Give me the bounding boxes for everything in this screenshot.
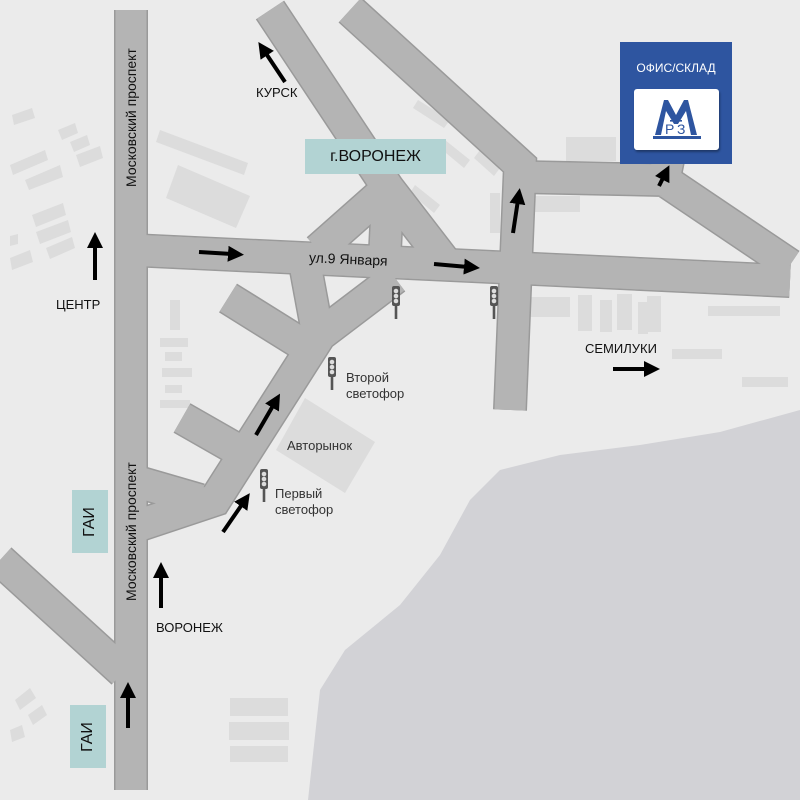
- arrow-ne-1: [254, 393, 281, 437]
- traffic-light-icon: [490, 286, 498, 319]
- traffic-light-icon: [392, 286, 400, 319]
- office-marker[interactable]: ОФИС/СКЛАД Р З: [620, 42, 732, 164]
- arrow-east-2: [433, 258, 480, 275]
- company-logo: Р З: [634, 89, 719, 150]
- arrow-east-1: [198, 245, 244, 262]
- svg-text:З: З: [677, 121, 685, 137]
- svg-text:Р: Р: [665, 121, 674, 137]
- arrow-kursk: [258, 42, 287, 84]
- second-light-line2: светофор: [346, 386, 405, 401]
- gai-label-upper: ГАИ: [72, 490, 108, 553]
- avtorynok-label: Авторынок: [287, 438, 352, 453]
- first-light-line2: светофор: [275, 502, 334, 517]
- office-title: ОФИС/СКЛАД: [636, 61, 716, 75]
- direction-voronezh: ВОРОНЕЖ: [156, 620, 223, 635]
- second-light-line1: Второй: [346, 370, 389, 385]
- traffic-light-icon: [328, 357, 336, 390]
- second-light-label: Второй светофор: [346, 370, 404, 402]
- street-label-moskovsky: Московский проспект: [123, 48, 139, 187]
- direction-center: ЦЕНТР: [56, 297, 101, 312]
- arrow-ne-2: [221, 493, 250, 534]
- traffic-light-icon: [260, 469, 268, 502]
- lake: [308, 410, 800, 800]
- first-light-label: Первый светофор: [275, 486, 333, 518]
- gai-text: ГАИ: [80, 506, 98, 537]
- gai-label-lower: ГАИ: [70, 705, 106, 768]
- street-label-moskovsky-lower: Московский проспект: [123, 462, 139, 601]
- city-label: г.ВОРОНЕЖ: [305, 139, 446, 174]
- direction-kursk: КУРСК: [256, 85, 298, 100]
- first-light-line1: Первый: [275, 486, 323, 501]
- arrow-north-office: [509, 188, 526, 234]
- direction-arrows: [87, 42, 670, 728]
- direction-semiluki: СЕМИЛУКИ: [585, 341, 657, 356]
- street-label-9-january: ул.9 Января: [308, 249, 388, 269]
- arrow-office: [655, 165, 670, 187]
- gai-text: ГАИ: [78, 721, 96, 752]
- mrz-logo-icon: Р З: [653, 100, 701, 139]
- buildings: [0, 0, 788, 762]
